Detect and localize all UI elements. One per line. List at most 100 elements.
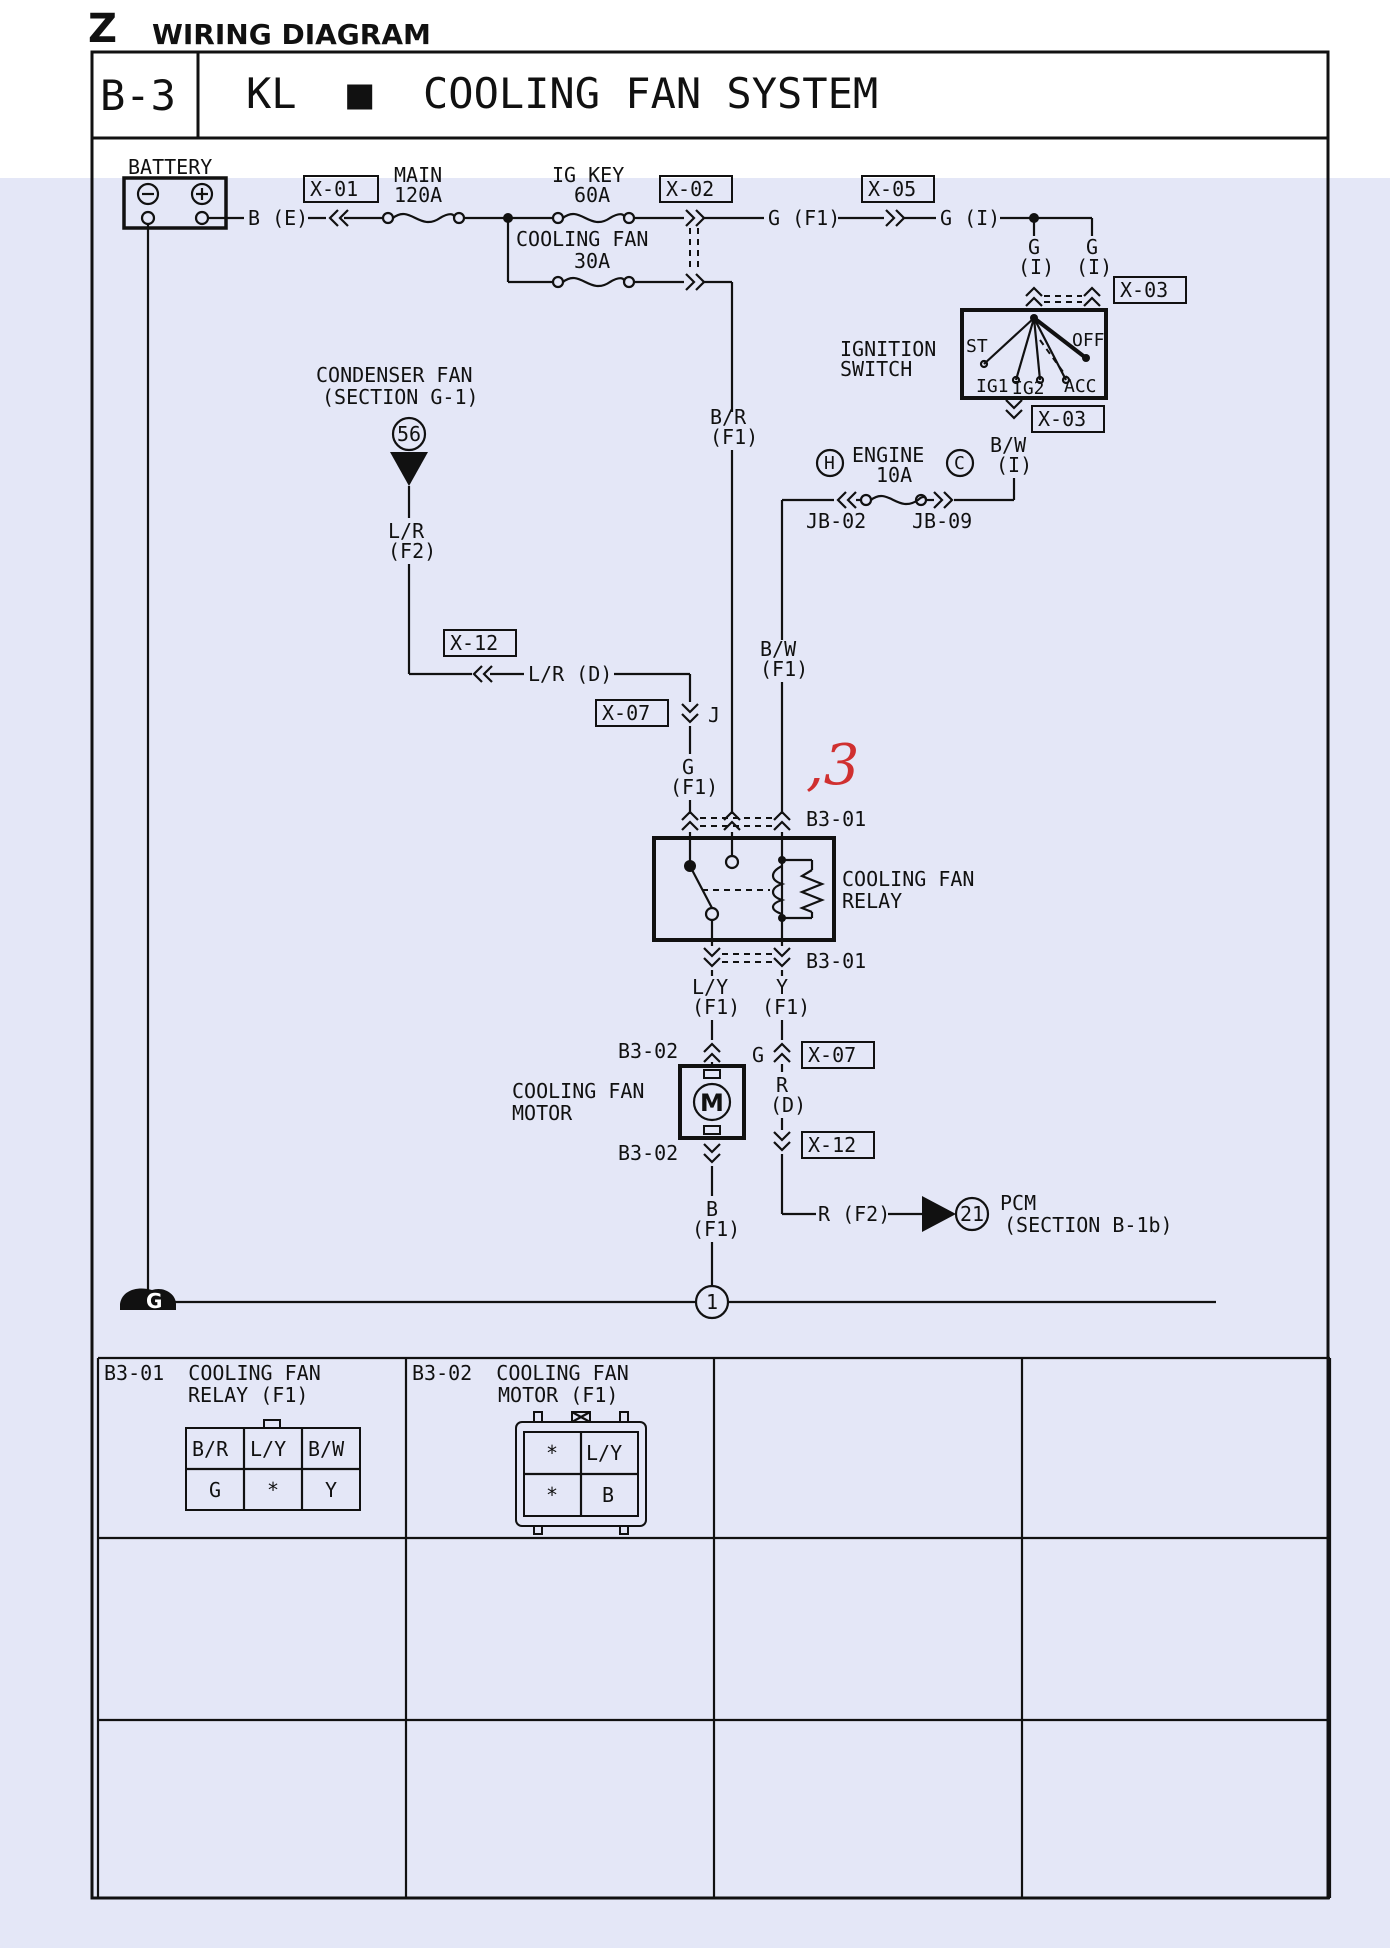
header-letter: Z (88, 6, 117, 52)
cv1-pin-g: G (209, 1478, 221, 1502)
cv1-title: B3-01 COOLING FAN (104, 1361, 321, 1385)
wire-g-i-right-code: (I) (1076, 255, 1112, 279)
battery-label: BATTERY (128, 155, 212, 179)
wire-bw-f1: B/W (760, 637, 797, 661)
cv2-subtitle: MOTOR (F1) (498, 1383, 618, 1407)
x02-box (659, 175, 733, 203)
x01-label: X-01 (310, 177, 358, 201)
wire-g-f1: G (682, 755, 694, 779)
b301a-label: B3-01 (806, 807, 866, 831)
cv1-pin-bw: B/W (308, 1437, 345, 1461)
x03a-box (1113, 276, 1187, 304)
wire-br-code: (F1) (710, 425, 758, 449)
cv1-pin-y: Y (325, 1478, 337, 1502)
wire-ly-f1-code: (F1) (692, 995, 740, 1019)
cv2-pin-ly: L/Y (586, 1441, 622, 1465)
connector-grid (96, 1356, 1332, 1900)
wire-g-i-right: G (1086, 235, 1098, 259)
x03b-box (1031, 405, 1105, 433)
ignition-switch (960, 308, 1108, 400)
header-title: WIRING DIAGRAM (152, 18, 431, 51)
wire-lr-f2-code: (F2) (388, 539, 436, 563)
ignition-switch-label-2: SWITCH (840, 357, 912, 381)
condenser-ref-circle (391, 416, 427, 452)
wire-lr-d: L/R (D) (528, 662, 612, 686)
main-fuse-label: MAIN (394, 163, 442, 187)
x07a-label: X-07 (602, 701, 650, 725)
hand-annotation: ,3 (806, 733, 859, 798)
cv1-connector (185, 1419, 361, 1511)
main-fuse-rating: 120A (394, 183, 442, 207)
pcm-section: (SECTION B-1b) (1004, 1213, 1173, 1237)
sw-acc-label: ACC (1064, 376, 1097, 397)
wire-y-f1-code: (F1) (762, 995, 810, 1019)
cooling-fan-motor (678, 1064, 746, 1140)
cooling-fan-relay (652, 832, 836, 946)
condenser-fan-section: (SECTION G-1) (322, 385, 479, 409)
x12a-box (443, 629, 517, 657)
section-title: KL ■ COOLING FAN SYSTEM (246, 69, 878, 118)
engine-fuse-h: H (824, 453, 835, 474)
x01-box (303, 175, 379, 203)
wire-r-f2: R (F2) (818, 1202, 890, 1226)
wire-g-f1-code: (F1) (670, 775, 718, 799)
cv1-subtitle: RELAY (F1) (188, 1383, 308, 1407)
sw-ig2-label: IG2 (1012, 378, 1045, 399)
cv2-title: B3-02 COOLING FAN (412, 1361, 629, 1385)
wire-ly-f1: L/Y (692, 975, 728, 999)
wire-b-f1: B (706, 1197, 718, 1221)
engine-fuse-rating: 10A (876, 463, 912, 487)
pcm-ref: 21 (960, 1202, 984, 1226)
section-code: B-3 (100, 71, 176, 120)
condenser-ref: 56 (397, 422, 421, 446)
wire-r-d-code: (D) (770, 1093, 806, 1117)
jb02-label: JB-02 (806, 509, 866, 533)
ground-ref-circle (694, 1284, 730, 1320)
ignition-switch-label: IGNITION (840, 337, 936, 361)
x03a-label: X-03 (1120, 278, 1168, 302)
wire-g-i-left: G (1028, 235, 1040, 259)
wire-be: B (E) (248, 206, 308, 230)
b302b-label: B3-02 (618, 1141, 678, 1165)
igkey-fuse (551, 211, 636, 225)
wire-bw-sw: B/W (990, 433, 1027, 457)
x12a-label: X-12 (450, 631, 498, 655)
x03b-label: X-03 (1038, 407, 1086, 431)
wire-r-d: R (776, 1073, 789, 1097)
battery (122, 176, 228, 230)
x07b-box (801, 1041, 875, 1069)
x02-label: X-02 (666, 177, 714, 201)
wire-g-side: G (752, 1043, 764, 1067)
pcm-arrow (922, 1196, 956, 1232)
jb09-label: JB-09 (912, 509, 972, 533)
relay-label: COOLING FAN (842, 867, 974, 891)
engine-fuse-label: ENGINE (852, 443, 924, 467)
x05-box (861, 175, 935, 203)
igkey-fuse-label: IG KEY (552, 163, 624, 187)
pcm-ref-circle (954, 1196, 990, 1232)
motor-label: COOLING FAN (512, 1079, 644, 1103)
cv2-pin-star-2: * (546, 1483, 558, 1507)
wire-g-i-left-code: (I) (1018, 255, 1054, 279)
b301b-label: B3-01 (806, 949, 866, 973)
title-box (90, 50, 1330, 140)
diagram-tint (0, 178, 1390, 1948)
pcm-label: PCM (1000, 1191, 1036, 1215)
wire-br: B/R (710, 405, 747, 429)
engine-fuse-c-circle (945, 448, 975, 478)
ground-ref: 1 (706, 1290, 718, 1314)
cv1-pin-ly: L/Y (250, 1437, 286, 1461)
wire-gi: G (I) (940, 206, 1000, 230)
wire-lr-f2: L/R (388, 519, 425, 543)
wire-j: J (708, 703, 720, 727)
x12b-box (801, 1131, 875, 1159)
relay-label-2: RELAY (842, 889, 902, 913)
wire-b-f1-code: (F1) (692, 1217, 740, 1241)
wire-y-f1: Y (776, 975, 788, 999)
wire-bw-sw-code: (I) (996, 453, 1032, 477)
sw-ig1-label: IG1 (976, 376, 1009, 397)
cv2-connector (515, 1411, 647, 1535)
ground-symbol (120, 1288, 176, 1310)
x12b-label: X-12 (808, 1133, 856, 1157)
x07a-box (595, 699, 669, 727)
